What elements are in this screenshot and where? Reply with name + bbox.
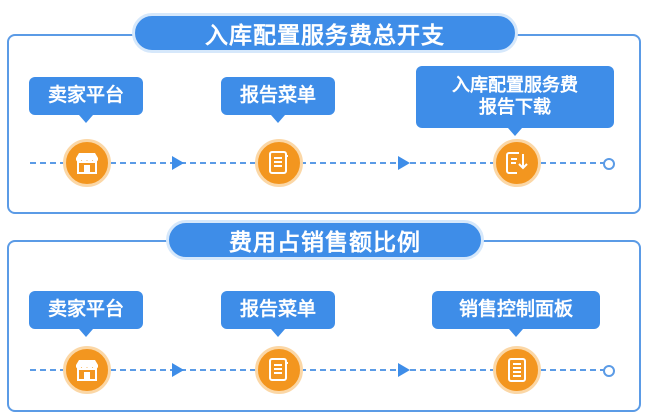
- flow-arrow-1a: [172, 156, 184, 170]
- store-icon: [63, 346, 111, 394]
- step-label-report-menu-2: 报告菜单: [221, 291, 335, 337]
- step-label-line-2: 报告下载: [479, 97, 551, 118]
- section-title-2: 费用占销售额比例: [166, 220, 484, 260]
- flow-line-1: [30, 162, 606, 164]
- document-icon: [255, 139, 303, 187]
- step-label-report-download: 入库配置服务费 报告下载: [416, 66, 614, 136]
- flow-arrow-2b: [398, 363, 410, 377]
- step-label-line-1: 入库配置服务费: [452, 74, 578, 96]
- list-document-icon: [493, 346, 541, 394]
- flow-end-dot-1: [603, 158, 615, 170]
- store-icon: [63, 139, 111, 187]
- step-label-seller-platform-1: 卖家平台: [29, 77, 143, 123]
- step-label-report-menu-1: 报告菜单: [221, 77, 335, 123]
- section-title-1: 入库配置服务费总开支: [132, 13, 518, 53]
- flow-end-dot-2: [603, 365, 615, 377]
- flow-line-2: [30, 369, 606, 371]
- flow-arrow-2a: [172, 363, 184, 377]
- document-icon: [255, 346, 303, 394]
- flow-arrow-1b: [398, 156, 410, 170]
- step-label-seller-platform-2: 卖家平台: [29, 291, 143, 337]
- download-report-icon: [493, 139, 541, 187]
- step-label-sales-dashboard: 销售控制面板: [432, 291, 600, 337]
